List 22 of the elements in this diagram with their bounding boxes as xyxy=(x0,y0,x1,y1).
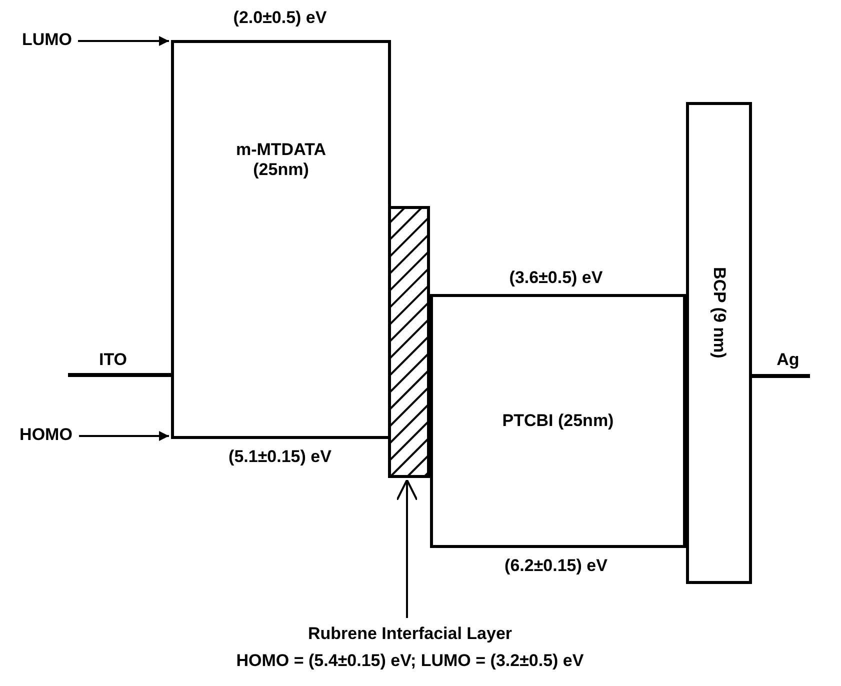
energy-label: (5.1±0.15) eV xyxy=(228,447,332,467)
arrow xyxy=(78,36,169,46)
energy-note: HOMO = (5.4±0.15) eV; LUMO = (3.2±0.5) eV xyxy=(235,650,585,672)
layer-label: BCP (9 nm) xyxy=(709,267,729,359)
arrow xyxy=(396,479,418,618)
layer-box xyxy=(430,294,686,548)
electrode-line xyxy=(68,373,171,377)
level-label: Ag xyxy=(766,350,810,376)
layer-label: PTCBI (25nm) xyxy=(501,411,615,431)
level-label: ITO xyxy=(68,350,158,376)
layer-label: m-MTDATA (25nm) xyxy=(234,140,327,180)
energy-label: (2.0±0.5) eV xyxy=(232,8,328,28)
energy-label: (6.2±0.15) eV xyxy=(504,556,608,576)
layer-caption: Rubrene Interfacial Layer xyxy=(306,623,514,645)
arrow xyxy=(79,431,169,441)
hatched-layer-bar xyxy=(388,206,430,478)
layer-box xyxy=(686,102,752,584)
electrode-line xyxy=(752,374,810,378)
level-label: HOMO xyxy=(15,425,77,447)
layer-box xyxy=(171,40,391,439)
level-label: LUMO xyxy=(18,30,76,52)
energy-label: (3.6±0.5) eV xyxy=(508,268,604,288)
